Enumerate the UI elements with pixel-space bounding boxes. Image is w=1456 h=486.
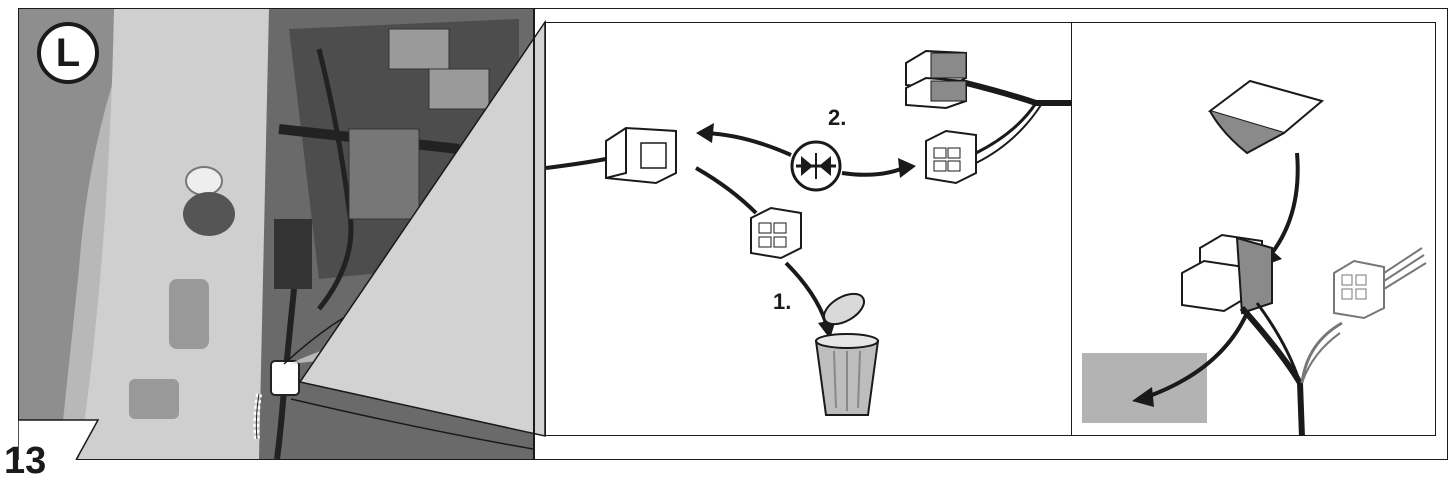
connector-swap-panel: 1. 2.: [545, 22, 1072, 436]
step-2-label: 2.: [828, 105, 847, 130]
paired-connector-icon: [905, 49, 967, 110]
connector-icon: [1181, 233, 1273, 315]
highlight-box: [1082, 353, 1207, 423]
step-1-label: 1.: [773, 289, 792, 314]
adhesive-pad-panel: [1072, 22, 1436, 436]
male-connector-icon: [605, 126, 677, 185]
female-connector-icon: [925, 129, 977, 185]
adhesive-pad-diagram: [1082, 79, 1427, 435]
connector-swap-diagram: [546, 49, 1071, 416]
adhesive-pad-icon: [1207, 79, 1325, 155]
panel-divider: [533, 8, 535, 460]
step-tab: [18, 419, 100, 460]
side-connector-icon: [1333, 259, 1385, 320]
removed-connector-icon: [750, 206, 802, 260]
step-number: 13: [4, 440, 47, 482]
figure-frame: [18, 8, 1448, 460]
disconnect-symbol-icon: [790, 140, 842, 192]
trash-can-icon: [814, 292, 880, 416]
side-badge: L: [37, 22, 99, 84]
